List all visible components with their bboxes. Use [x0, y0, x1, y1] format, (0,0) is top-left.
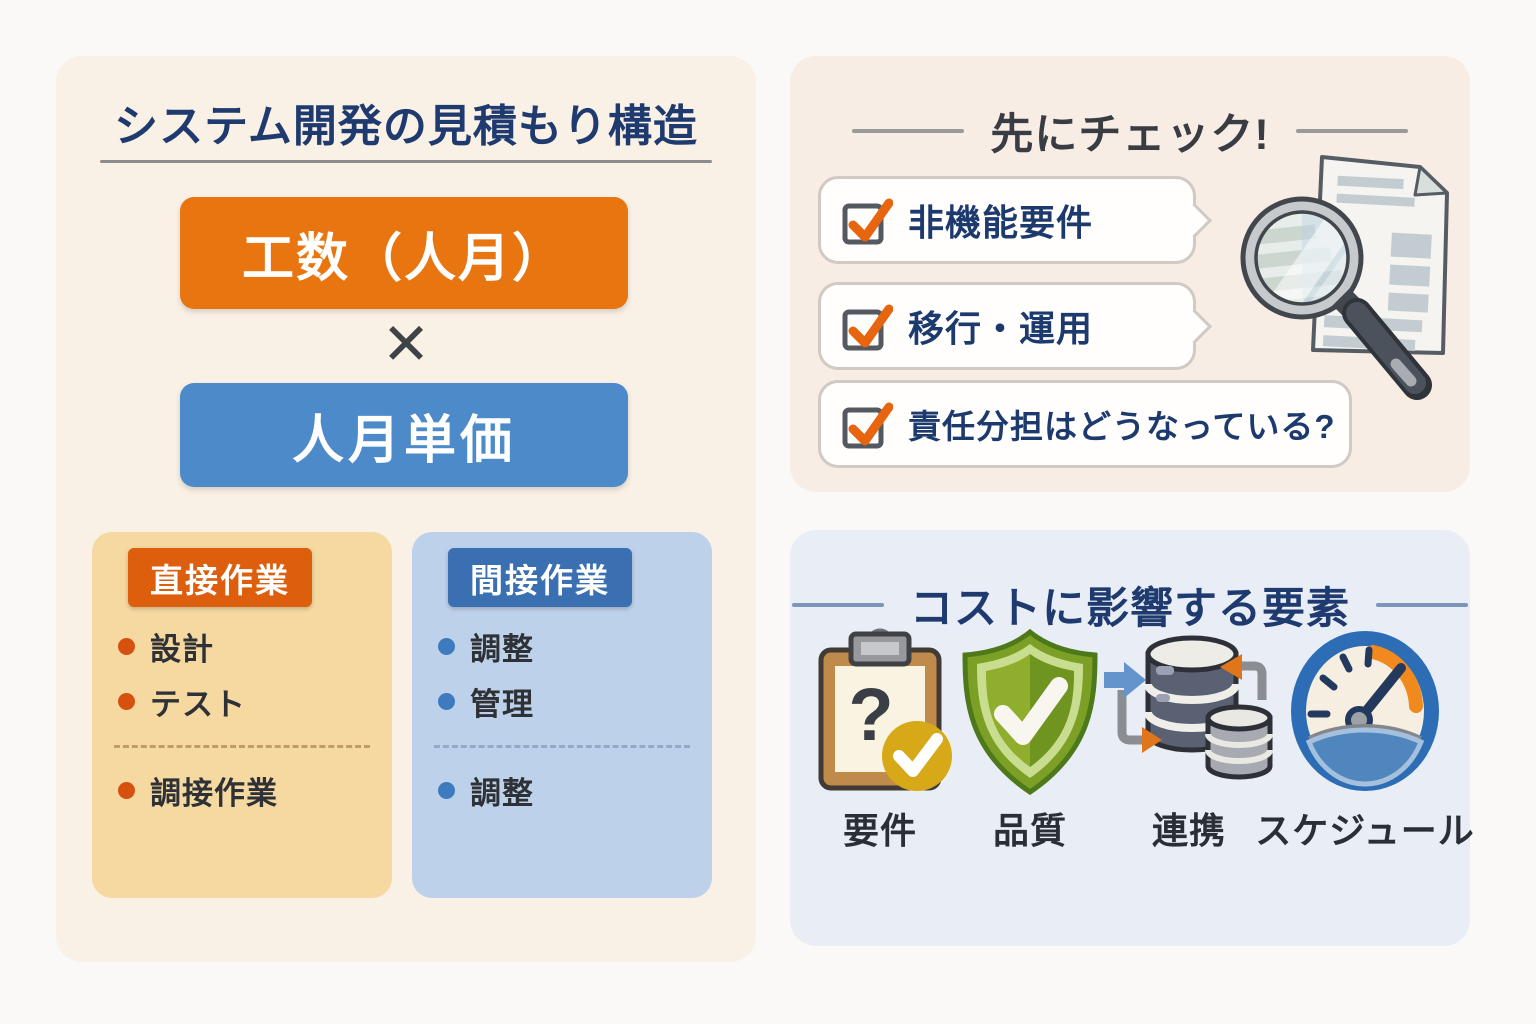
checkbox-checked-icon	[842, 402, 893, 449]
rate-box: 人月単価	[180, 383, 628, 487]
indirect-work-badge: 間接作業	[448, 548, 632, 607]
bullet-dot	[438, 693, 455, 710]
factor-label: 要件	[842, 810, 917, 851]
rule-line	[792, 603, 884, 607]
factor-schedule: スケジュール	[1255, 626, 1474, 854]
factor-quality: 品質	[955, 626, 1105, 854]
estimate-panel-title: システム開発の見積もり構造	[114, 102, 698, 151]
list-item: 設計	[118, 624, 214, 669]
estimate-structure-panel: システム開発の見積もり構造 工数（人月） ✕ 人月単価 直接作業 設計 テスト …	[56, 56, 756, 962]
list-item-label: テスト	[150, 687, 246, 722]
rule-line	[1295, 129, 1408, 133]
dashed-divider	[114, 745, 370, 748]
checklist-bubble: 責任分担はどうなっている?	[818, 380, 1352, 468]
checklist-bubble: 非機能要件	[818, 176, 1213, 264]
magnifier-icon	[1240, 196, 1432, 400]
checklist-label: 移行・運用	[908, 308, 1094, 349]
speedometer-icon	[1291, 631, 1439, 791]
bullet-dot	[118, 782, 135, 799]
checklist-label: 非機能要件	[908, 202, 1094, 243]
rule-line	[1376, 603, 1468, 607]
precheck-title-row: 先にチェック!	[790, 100, 1470, 162]
indirect-work-card: 間接作業 調整 管理 調整	[412, 532, 712, 898]
factor-label: スケジュール	[1255, 810, 1475, 851]
checklist-bubble: 移行・運用	[818, 282, 1213, 370]
list-item-label: 調整	[470, 776, 534, 811]
list-item-label: 調整	[470, 632, 534, 667]
title-underline	[100, 160, 712, 163]
precheck-panel: 先にチェック!	[790, 56, 1470, 492]
cost-title-row: コストに影響する要素	[790, 574, 1470, 636]
bubble-tail	[1176, 202, 1213, 239]
cost-title: コストに影響する要素	[910, 585, 1350, 633]
shield-check-icon	[962, 628, 1098, 796]
direct-work-badge: 直接作業	[128, 548, 312, 607]
magnifier-document-illustration	[1240, 155, 1449, 400]
bullet-dot	[118, 693, 135, 710]
effort-box: 工数（人月）	[180, 197, 628, 309]
dashed-divider	[434, 745, 690, 748]
list-item: 調整	[438, 624, 534, 669]
list-item-label: 調接作業	[150, 776, 278, 811]
rate-label: 人月単価	[291, 411, 516, 470]
bullet-dot	[118, 638, 135, 655]
effort-label: 工数（人月）	[241, 229, 566, 288]
precheck-title: 先にチェック!	[990, 111, 1270, 159]
list-item: 管理	[438, 679, 534, 724]
factor-integration: 連携	[1096, 626, 1282, 854]
cost-factors-panel: コストに影響する要素 ? 要件 品質	[790, 530, 1474, 946]
list-item: テスト	[118, 679, 246, 724]
factor-requirements: ? 要件	[805, 626, 955, 854]
rule-line	[852, 129, 965, 133]
factor-label: 連携	[1151, 810, 1226, 851]
list-item: 調整	[438, 768, 534, 813]
list-item-label: 管理	[470, 687, 534, 722]
direct-work-card: 直接作業 設計 テスト 調接作業	[92, 532, 392, 898]
multiply-operator: ✕	[381, 312, 431, 377]
checkbox-checked-icon	[842, 304, 893, 351]
clipboard-question-icon: ?	[818, 628, 952, 791]
bullet-dot	[438, 782, 455, 799]
bullet-dot	[438, 638, 455, 655]
bubble-tail	[1176, 308, 1213, 345]
checkbox-checked-icon	[842, 198, 893, 245]
checklist-label: 責任分担はどうなっている?	[908, 408, 1336, 445]
list-item-label: 設計	[150, 632, 214, 667]
factor-label: 品質	[992, 810, 1067, 851]
database-sync-icon	[1104, 635, 1273, 780]
list-item: 調接作業	[118, 768, 278, 813]
